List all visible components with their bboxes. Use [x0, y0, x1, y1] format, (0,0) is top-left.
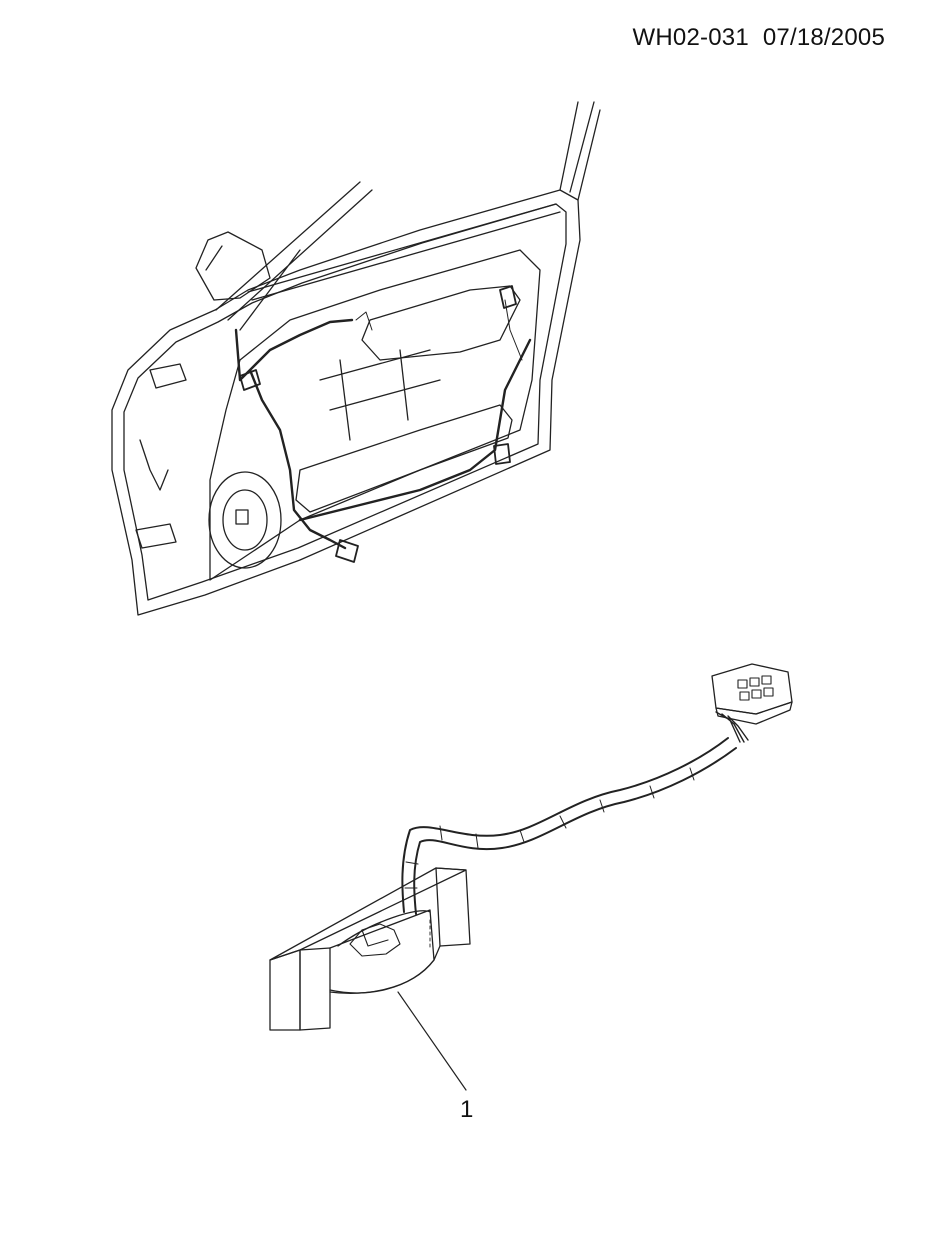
- callout-leader-1: [397, 991, 467, 1091]
- harness-connector-front: [715, 701, 793, 725]
- switch-bezel-curve: [329, 945, 441, 994]
- panel-cutout-lower: [295, 404, 513, 513]
- switch-bezel-inner: [337, 910, 431, 947]
- door-inner-edge: [123, 203, 567, 601]
- side-mirror: [195, 231, 271, 301]
- switch-bezel: [329, 909, 435, 994]
- harness-leads: [715, 711, 749, 743]
- panel-cutout-upper: [361, 285, 521, 361]
- switch-dashes: [329, 919, 431, 989]
- page-header: WH02-031 07/18/2005: [633, 24, 885, 52]
- switch-housing-face: [299, 947, 331, 1031]
- harness-cable-inner: [413, 747, 737, 915]
- diagram-code: WH02-031: [632, 24, 749, 51]
- door-harness-outline: [355, 299, 523, 361]
- speaker-bracket: [235, 509, 249, 525]
- door-illustration: [111, 101, 601, 616]
- b-pillar-frame: [559, 101, 601, 201]
- hinge-upper: [149, 363, 187, 389]
- speaker-outer: [208, 471, 282, 569]
- door-harness-connector: [239, 285, 517, 563]
- door-outer-edge: [111, 189, 581, 616]
- check-strap: [139, 439, 169, 491]
- belt-line: [247, 203, 561, 301]
- hinge-lower: [135, 523, 177, 549]
- window-regulator: [319, 349, 441, 441]
- switch-housing-front: [269, 949, 301, 1031]
- harness-connector-pins: [737, 675, 774, 701]
- harness-cable-outer: [401, 737, 729, 913]
- diagram-date: 07/18/2005: [762, 24, 885, 51]
- switch-rocker: [349, 923, 401, 957]
- harness-part: [269, 663, 793, 1031]
- speaker-inner: [222, 489, 268, 551]
- callout-label-1: 1: [460, 1096, 474, 1123]
- switch-housing-right: [435, 867, 471, 947]
- harness-cable-bands: [404, 767, 695, 889]
- a-pillar: [215, 181, 373, 331]
